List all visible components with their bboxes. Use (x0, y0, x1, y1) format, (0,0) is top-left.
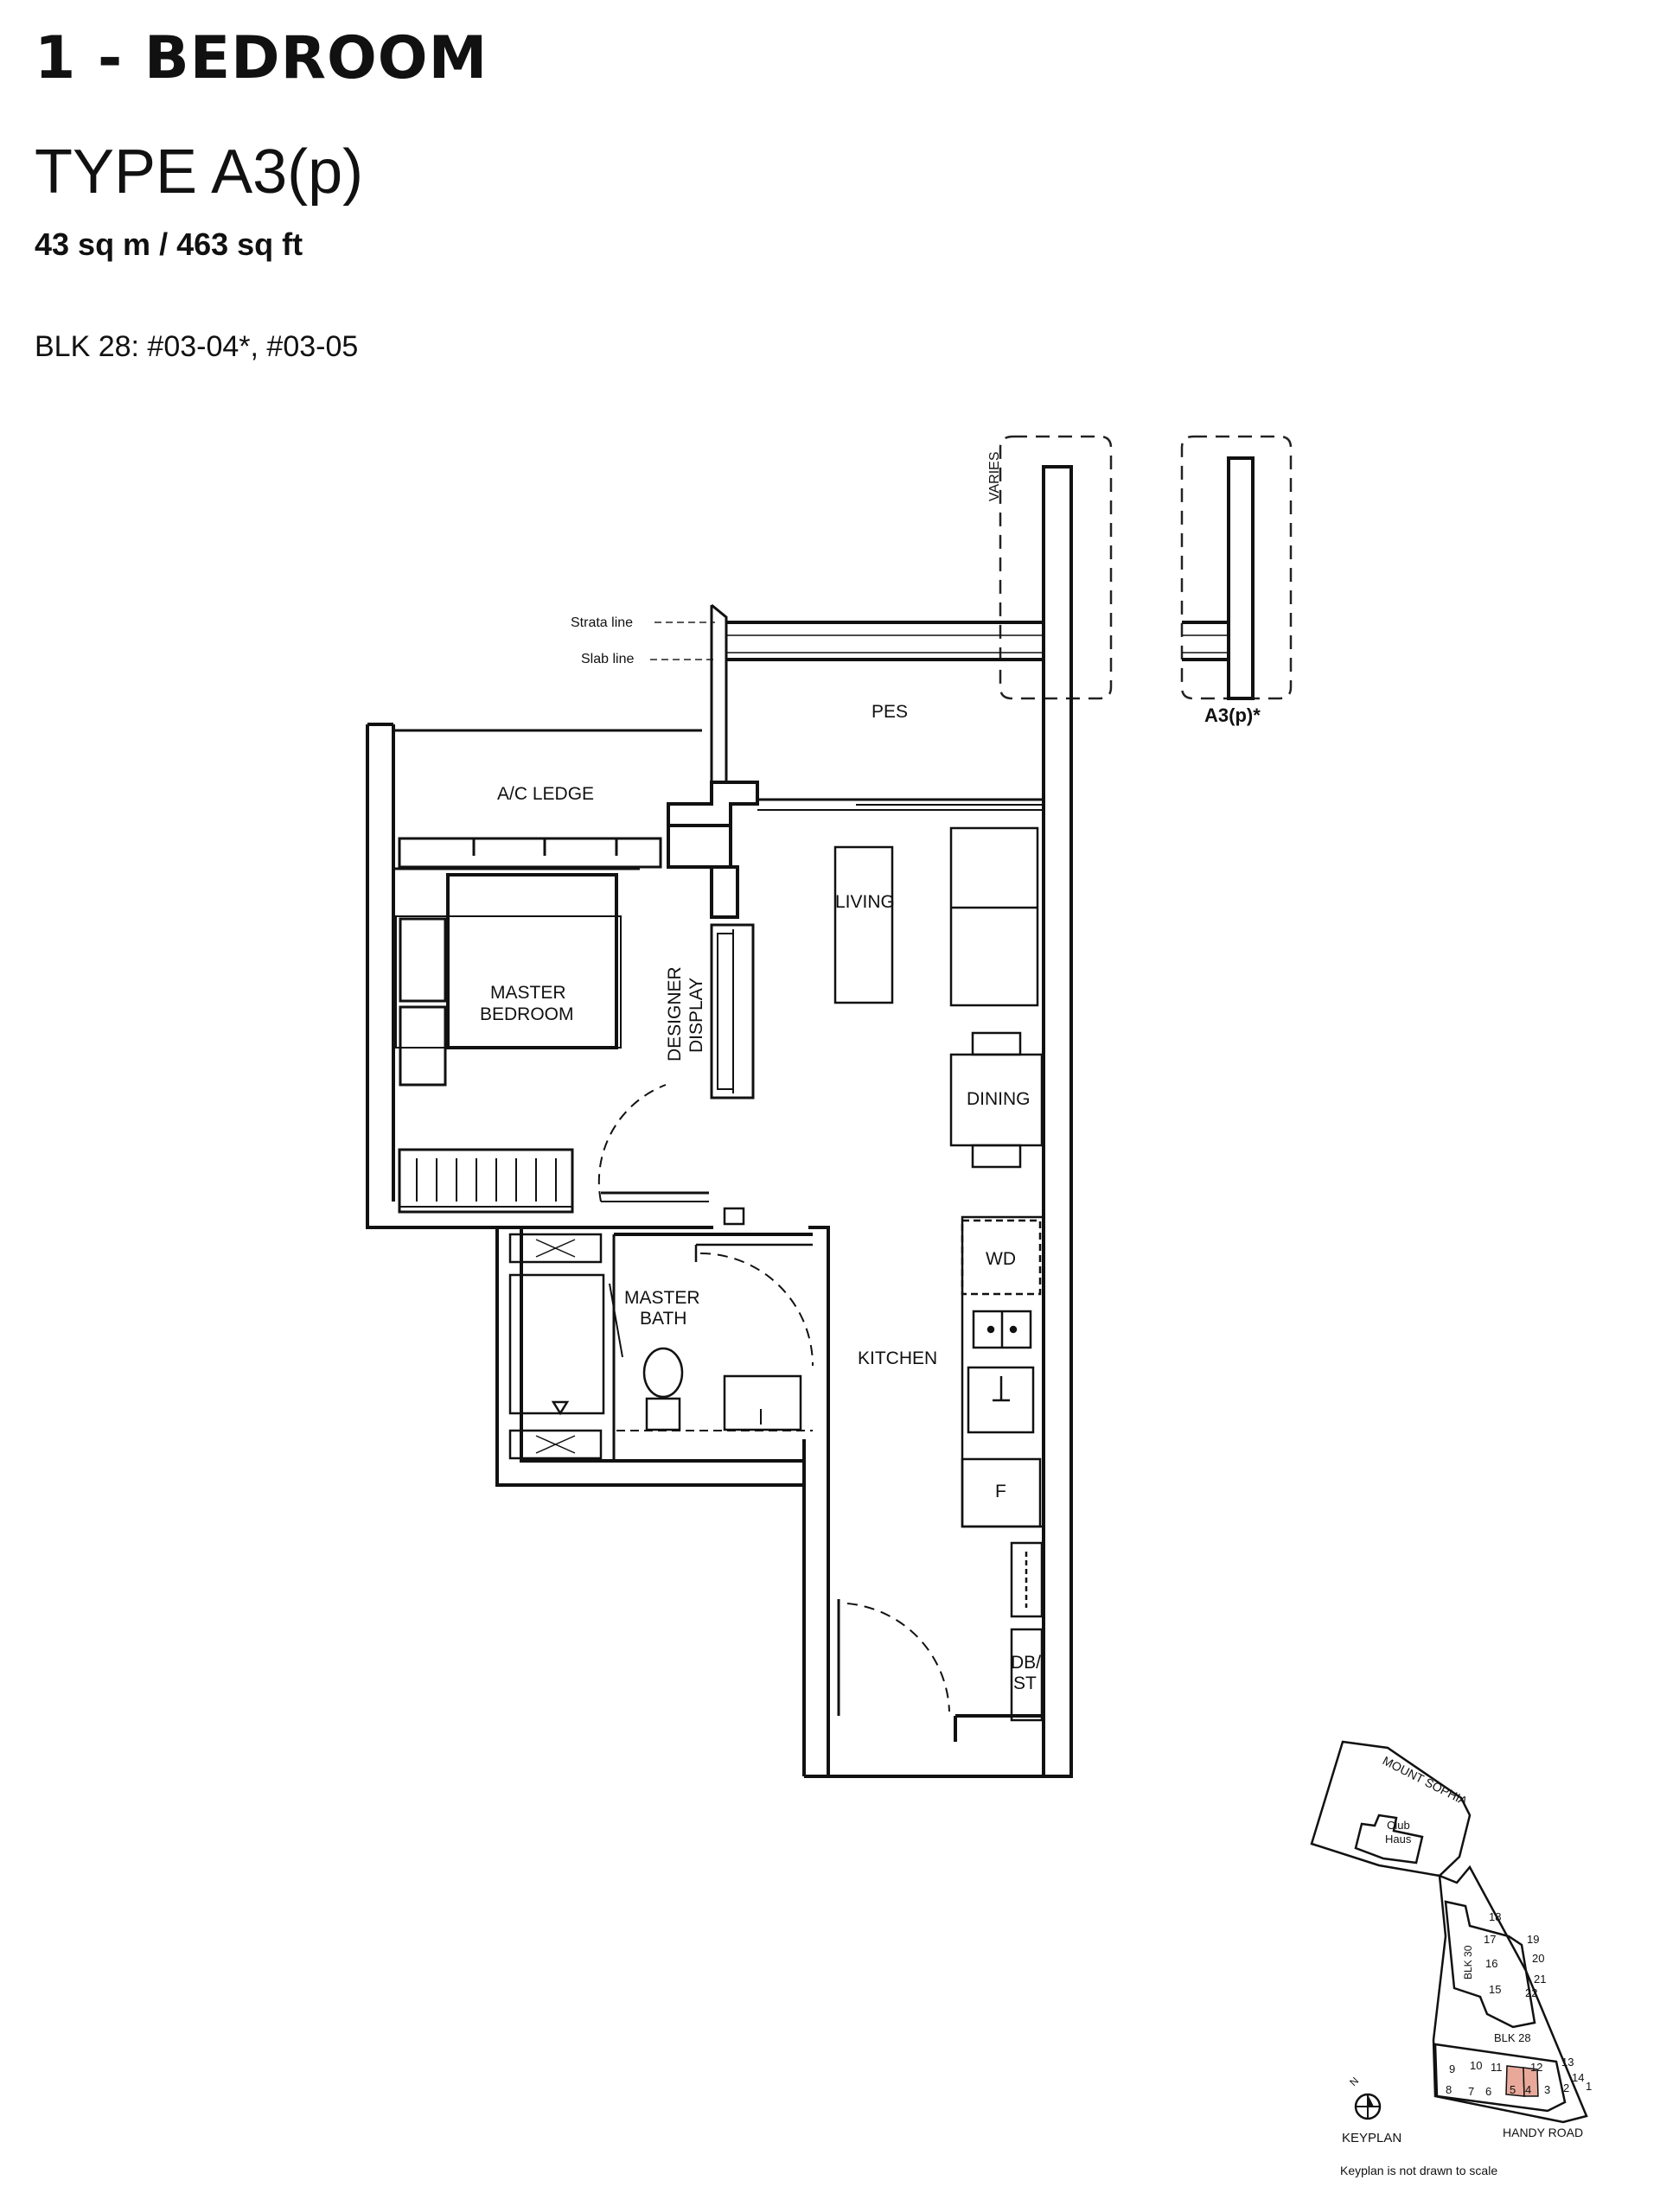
master-bath-label-2: BATH (640, 1309, 686, 1329)
designer-display-label-1: DESIGNER (665, 966, 685, 1061)
north-arrow-icon (1354, 2093, 1382, 2120)
keyplan-block-10: 10 (1470, 2059, 1482, 2072)
keyplan-block-3: 3 (1544, 2083, 1550, 2096)
kitchen-label: KITCHEN (858, 1348, 937, 1368)
keyplan-block-21: 21 (1534, 1973, 1546, 1986)
dining-label: DINING (967, 1089, 1031, 1109)
fridge-label: F (995, 1482, 1006, 1501)
strata-slab-lines (650, 603, 1044, 800)
varies-label: VARIES (987, 452, 1002, 502)
bedroom-elements (393, 867, 709, 1214)
column-block (667, 781, 759, 919)
pes-dashed-outline (999, 435, 1113, 700)
keyplan-block-5: 5 (1510, 2083, 1516, 2096)
pes-label: PES (872, 702, 908, 722)
designer-display-label-2: DISPLAY (686, 978, 706, 1053)
keyplan-club-1: Club (1387, 1819, 1410, 1832)
keyplan-block-13: 13 (1561, 2056, 1574, 2069)
unit-numbers: BLK 28: #03-04*, #03-05 (35, 330, 359, 363)
dbst-label-2: ST (1013, 1673, 1037, 1693)
dbst-label-1: DB/ (1011, 1653, 1041, 1673)
unit-category-heading: 1 - BEDROOM (35, 24, 488, 92)
keyplan-blk28: BLK 28 (1494, 2031, 1531, 2044)
keyplan-block-9: 9 (1449, 2062, 1455, 2075)
living-label: LIVING (835, 892, 895, 912)
wd-label: WD (986, 1249, 1016, 1269)
unit-area: 43 sq m / 463 sq ft (35, 226, 303, 262)
keyplan-block-16: 16 (1485, 1957, 1497, 1970)
pes-sliding-door (757, 798, 1044, 811)
master-bath-label-1: MASTER (624, 1288, 700, 1308)
slab-line-label: Slab line (581, 652, 634, 666)
keyplan-block-7: 7 (1468, 2085, 1474, 2098)
keyplan-block-17: 17 (1484, 1933, 1496, 1946)
north-label: N (1347, 2075, 1361, 2088)
keyplan-block-2: 2 (1563, 2081, 1569, 2094)
keyplan-block-6: 6 (1485, 2085, 1491, 2098)
keyplan-block-1: 1 (1586, 2080, 1592, 2093)
keyplan-club-2: Haus (1385, 1833, 1412, 1845)
designer-display (710, 923, 755, 1100)
kitchen-counter (961, 1215, 1045, 1528)
variant-dashed-outline (1180, 435, 1293, 700)
keyplan-road-bottom: HANDY ROAD (1503, 2126, 1583, 2139)
keyplan-block-14: 14 (1572, 2071, 1584, 2084)
keyplan-block-20: 20 (1532, 1952, 1544, 1965)
keyplan-road-top: MOUNT SOPHIA (1381, 1753, 1471, 1808)
keyplan-note: Keyplan is not drawn to scale (1340, 2164, 1497, 2177)
ac-ledge (393, 729, 702, 869)
keyplan-block-19: 19 (1527, 1933, 1539, 1946)
keyplan: MOUNT SOPHIA Club Haus BLK 30 BLK 28 HAN… (1310, 1740, 1592, 2177)
keyplan-block-15: 15 (1489, 1983, 1501, 1996)
master-bath (508, 1207, 814, 1461)
unit-type-heading: TYPE A3(p) (35, 137, 364, 207)
keyplan-blk30: BLK 30 (1462, 1945, 1474, 1979)
variant-label: A3(p)* (1204, 704, 1261, 726)
keyplan-block-12: 12 (1530, 2061, 1542, 2074)
keyplan-block-11: 11 (1491, 2061, 1503, 2074)
highlight-block-4 (1523, 2067, 1539, 2097)
keyplan-block-18: 18 (1489, 1910, 1501, 1923)
keyplan-block-22: 22 (1525, 1986, 1537, 1999)
outer-walls (366, 465, 1073, 1778)
keyplan-title: KEYPLAN (1342, 2131, 1401, 2145)
master-bedroom-label-1: MASTER (490, 983, 566, 1003)
entrance-area (837, 1541, 1044, 1742)
keyplan-block-8: 8 (1446, 2083, 1452, 2096)
keyplan-block-4: 4 (1525, 2083, 1531, 2096)
living-dining-furniture (833, 826, 1044, 1169)
master-bedroom-label-2: BEDROOM (480, 1004, 574, 1024)
ac-ledge-label: A/C LEDGE (497, 784, 594, 804)
strata-line-label: Strata line (571, 615, 633, 630)
